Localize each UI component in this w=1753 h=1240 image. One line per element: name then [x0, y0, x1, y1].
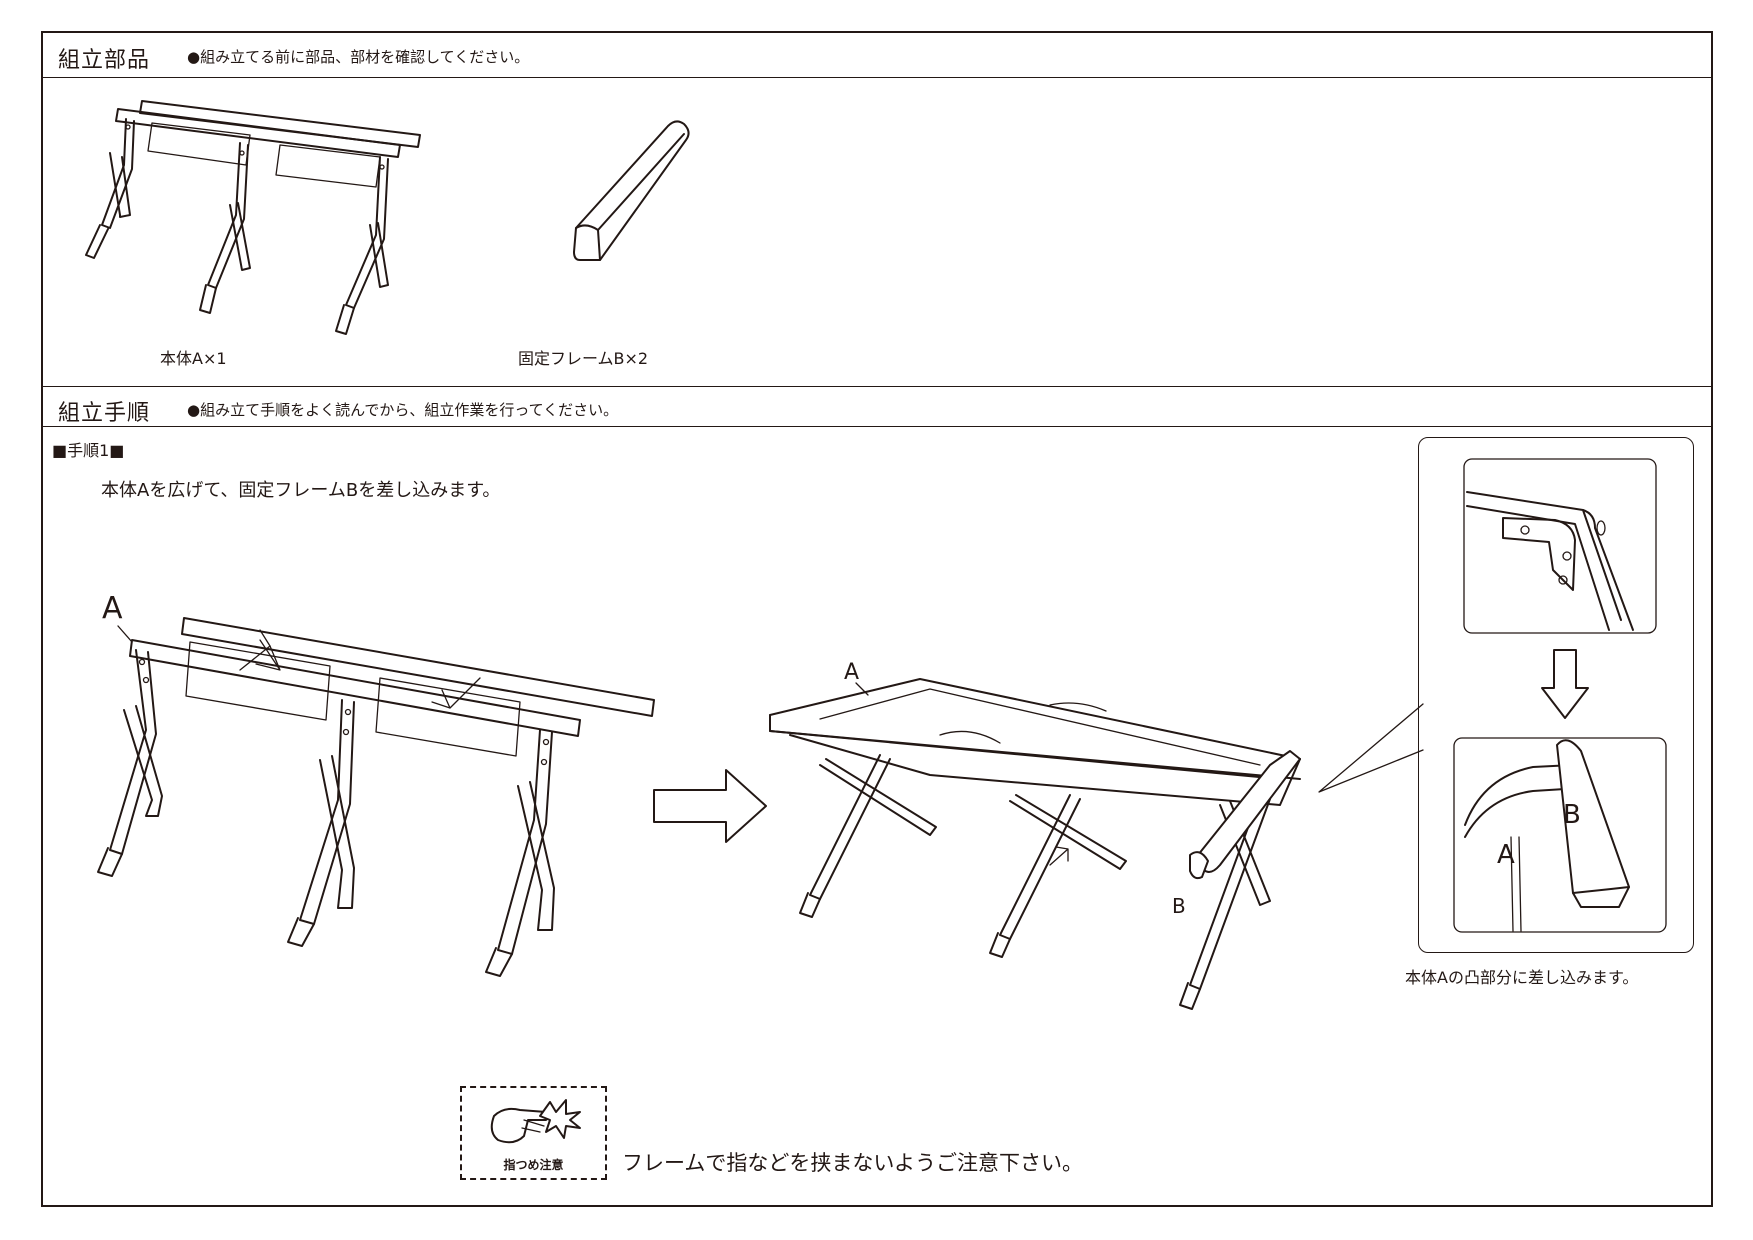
- step1-label-a-right: A: [844, 660, 859, 685]
- step1-unfolding-illustration: A: [97, 591, 655, 977]
- detail-label-b: B: [1563, 800, 1581, 830]
- part-b-label: 固定フレームB×2: [518, 349, 649, 368]
- divider-steps-header: [41, 426, 1713, 427]
- steps-section-note: ●組み立て手順をよく読んでから、組立作業を行ってください。: [187, 401, 619, 419]
- step-arrow-right-icon: [653, 769, 767, 843]
- step1-instruction: 本体Aを広げて、固定フレームBを差し込みます。: [101, 480, 501, 501]
- step1-label-a-left: A: [102, 591, 123, 626]
- part-a-illustration: [85, 100, 421, 335]
- divider-steps-top: [41, 386, 1713, 387]
- warning-text: フレームで指などを挟まないようご注意下さい。: [622, 1151, 1083, 1175]
- manual-frame: [41, 31, 1713, 1207]
- detail-down-arrow-icon: [1541, 649, 1589, 719]
- step1-assembled-illustration: A B: [769, 660, 1301, 1010]
- detail-caption: 本体Aの凸部分に差し込みます。: [1405, 968, 1639, 987]
- detail-after-illustration: A B: [1453, 737, 1667, 933]
- detail-before-illustration: [1463, 458, 1657, 634]
- step1-label-b-right: B: [1172, 894, 1186, 918]
- part-a-label: 本体A×1: [160, 349, 227, 368]
- parts-section-title: 組立部品: [58, 48, 151, 73]
- detail-callout-panel: [1418, 437, 1694, 953]
- step1-heading: ■手順1■: [52, 441, 125, 460]
- detail-label-a: A: [1497, 840, 1515, 870]
- part-b-illustration: [573, 120, 690, 261]
- parts-section-note: ●組み立てる前に部品、部材を確認してください。: [187, 48, 530, 66]
- finger-pinch-warning-box: 指つめ注意: [460, 1086, 607, 1180]
- finger-pinch-warning-icon: [490, 1099, 581, 1144]
- finger-pinch-warning-label: 指つめ注意: [503, 1158, 564, 1172]
- detail-callout-pointer: [1318, 703, 1424, 793]
- steps-section-title: 組立手順: [58, 401, 151, 426]
- divider-parts-header: [41, 77, 1713, 78]
